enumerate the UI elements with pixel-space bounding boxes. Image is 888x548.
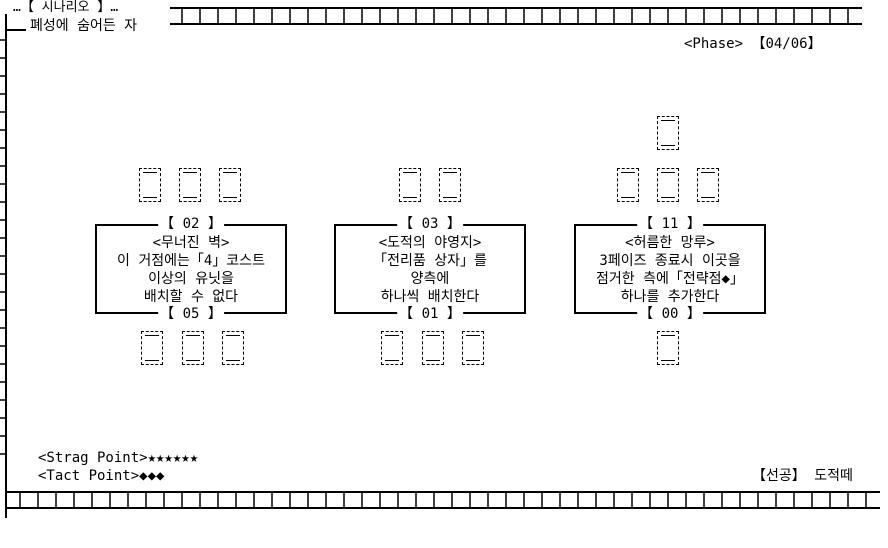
scenario-heading: …【 시나리오 】…	[13, 0, 119, 15]
location-text-line: 이 거점에는「4」코스트	[117, 253, 265, 269]
unit-slot[interactable]	[439, 168, 461, 202]
scenario-name: 폐성에 숨어든 자	[30, 18, 138, 34]
location-top-number: 【 03 】	[397, 216, 463, 232]
unit-slot[interactable]	[697, 168, 719, 202]
unit-slot[interactable]	[462, 331, 484, 365]
unit-slot[interactable]	[182, 331, 204, 365]
unit-slot[interactable]	[141, 331, 163, 365]
location-bottom-number: 【 05 】	[158, 306, 224, 322]
location-title: <허름한 망루>	[625, 235, 715, 251]
phase-value: 【04/06】	[751, 36, 822, 52]
unit-slot[interactable]	[222, 331, 244, 365]
unit-slot[interactable]	[657, 331, 679, 365]
location-text-line: 하나를 추가한다	[620, 289, 720, 305]
unit-slot[interactable]	[617, 168, 639, 202]
tact-point-row: <Tact Point>◆◆◆	[38, 468, 164, 484]
location-text-line: 양측에	[410, 271, 450, 287]
location-text-line: 점거한 측에「전략점◆」	[596, 271, 744, 287]
unit-slot[interactable]	[219, 168, 241, 202]
location-card-1[interactable]: 【 02 】 <무너진 벽> 이 거점에는「4」코스트 이상의 유닛을 배치할 …	[95, 216, 287, 322]
unit-slot[interactable]	[381, 331, 403, 365]
location-text-line: 「전리품 상자」를	[373, 253, 487, 269]
strag-point-row: <Strag Point>★★★★★★	[38, 450, 198, 466]
location-card-3[interactable]: 【 11 】 <허름한 망루> 3페이즈 종료시 이곳을 점거한 측에「전략점◆…	[574, 216, 766, 322]
first-turn-side: 도적떼	[814, 468, 853, 484]
phase-label: <Phase>	[684, 36, 744, 52]
first-turn-indicator: 【선공】 도적떼	[752, 468, 853, 484]
location-top-number: 【 02 】	[158, 216, 224, 232]
location-top-number: 【 11 】	[637, 216, 703, 232]
location-text-line: 하나씩 배치한다	[380, 289, 480, 305]
location-title: <도적의 야영지>	[378, 235, 482, 251]
location-title: <무너진 벽>	[152, 235, 230, 251]
phase-indicator: <Phase> 【04/06】	[684, 36, 822, 52]
first-turn-label: 【선공】	[752, 468, 806, 484]
location-text-line: 3페이즈 종료시 이곳을	[599, 253, 741, 269]
unit-slot[interactable]	[179, 168, 201, 202]
unit-slot[interactable]	[399, 168, 421, 202]
tact-point-diamonds: ◆◆◆	[139, 468, 165, 484]
location-bottom-number: 【 01 】	[397, 306, 463, 322]
strag-point-stars: ★★★★★★	[147, 450, 199, 466]
location-text-line: 이상의 유닛을	[148, 271, 234, 287]
location-bottom-number: 【 00 】	[637, 306, 703, 322]
unit-slot[interactable]	[139, 168, 161, 202]
unit-slot[interactable]	[657, 168, 679, 202]
unit-slot[interactable]	[422, 331, 444, 365]
location-card-2[interactable]: 【 03 】 <도적의 야영지> 「전리품 상자」를 양측에 하나씩 배치한다 …	[334, 216, 526, 322]
unit-slot[interactable]	[657, 116, 679, 150]
strag-point-label: <Strag Point>	[38, 450, 148, 466]
location-text-line: 배치할 수 없다	[143, 289, 239, 305]
tact-point-label: <Tact Point>	[38, 468, 140, 484]
